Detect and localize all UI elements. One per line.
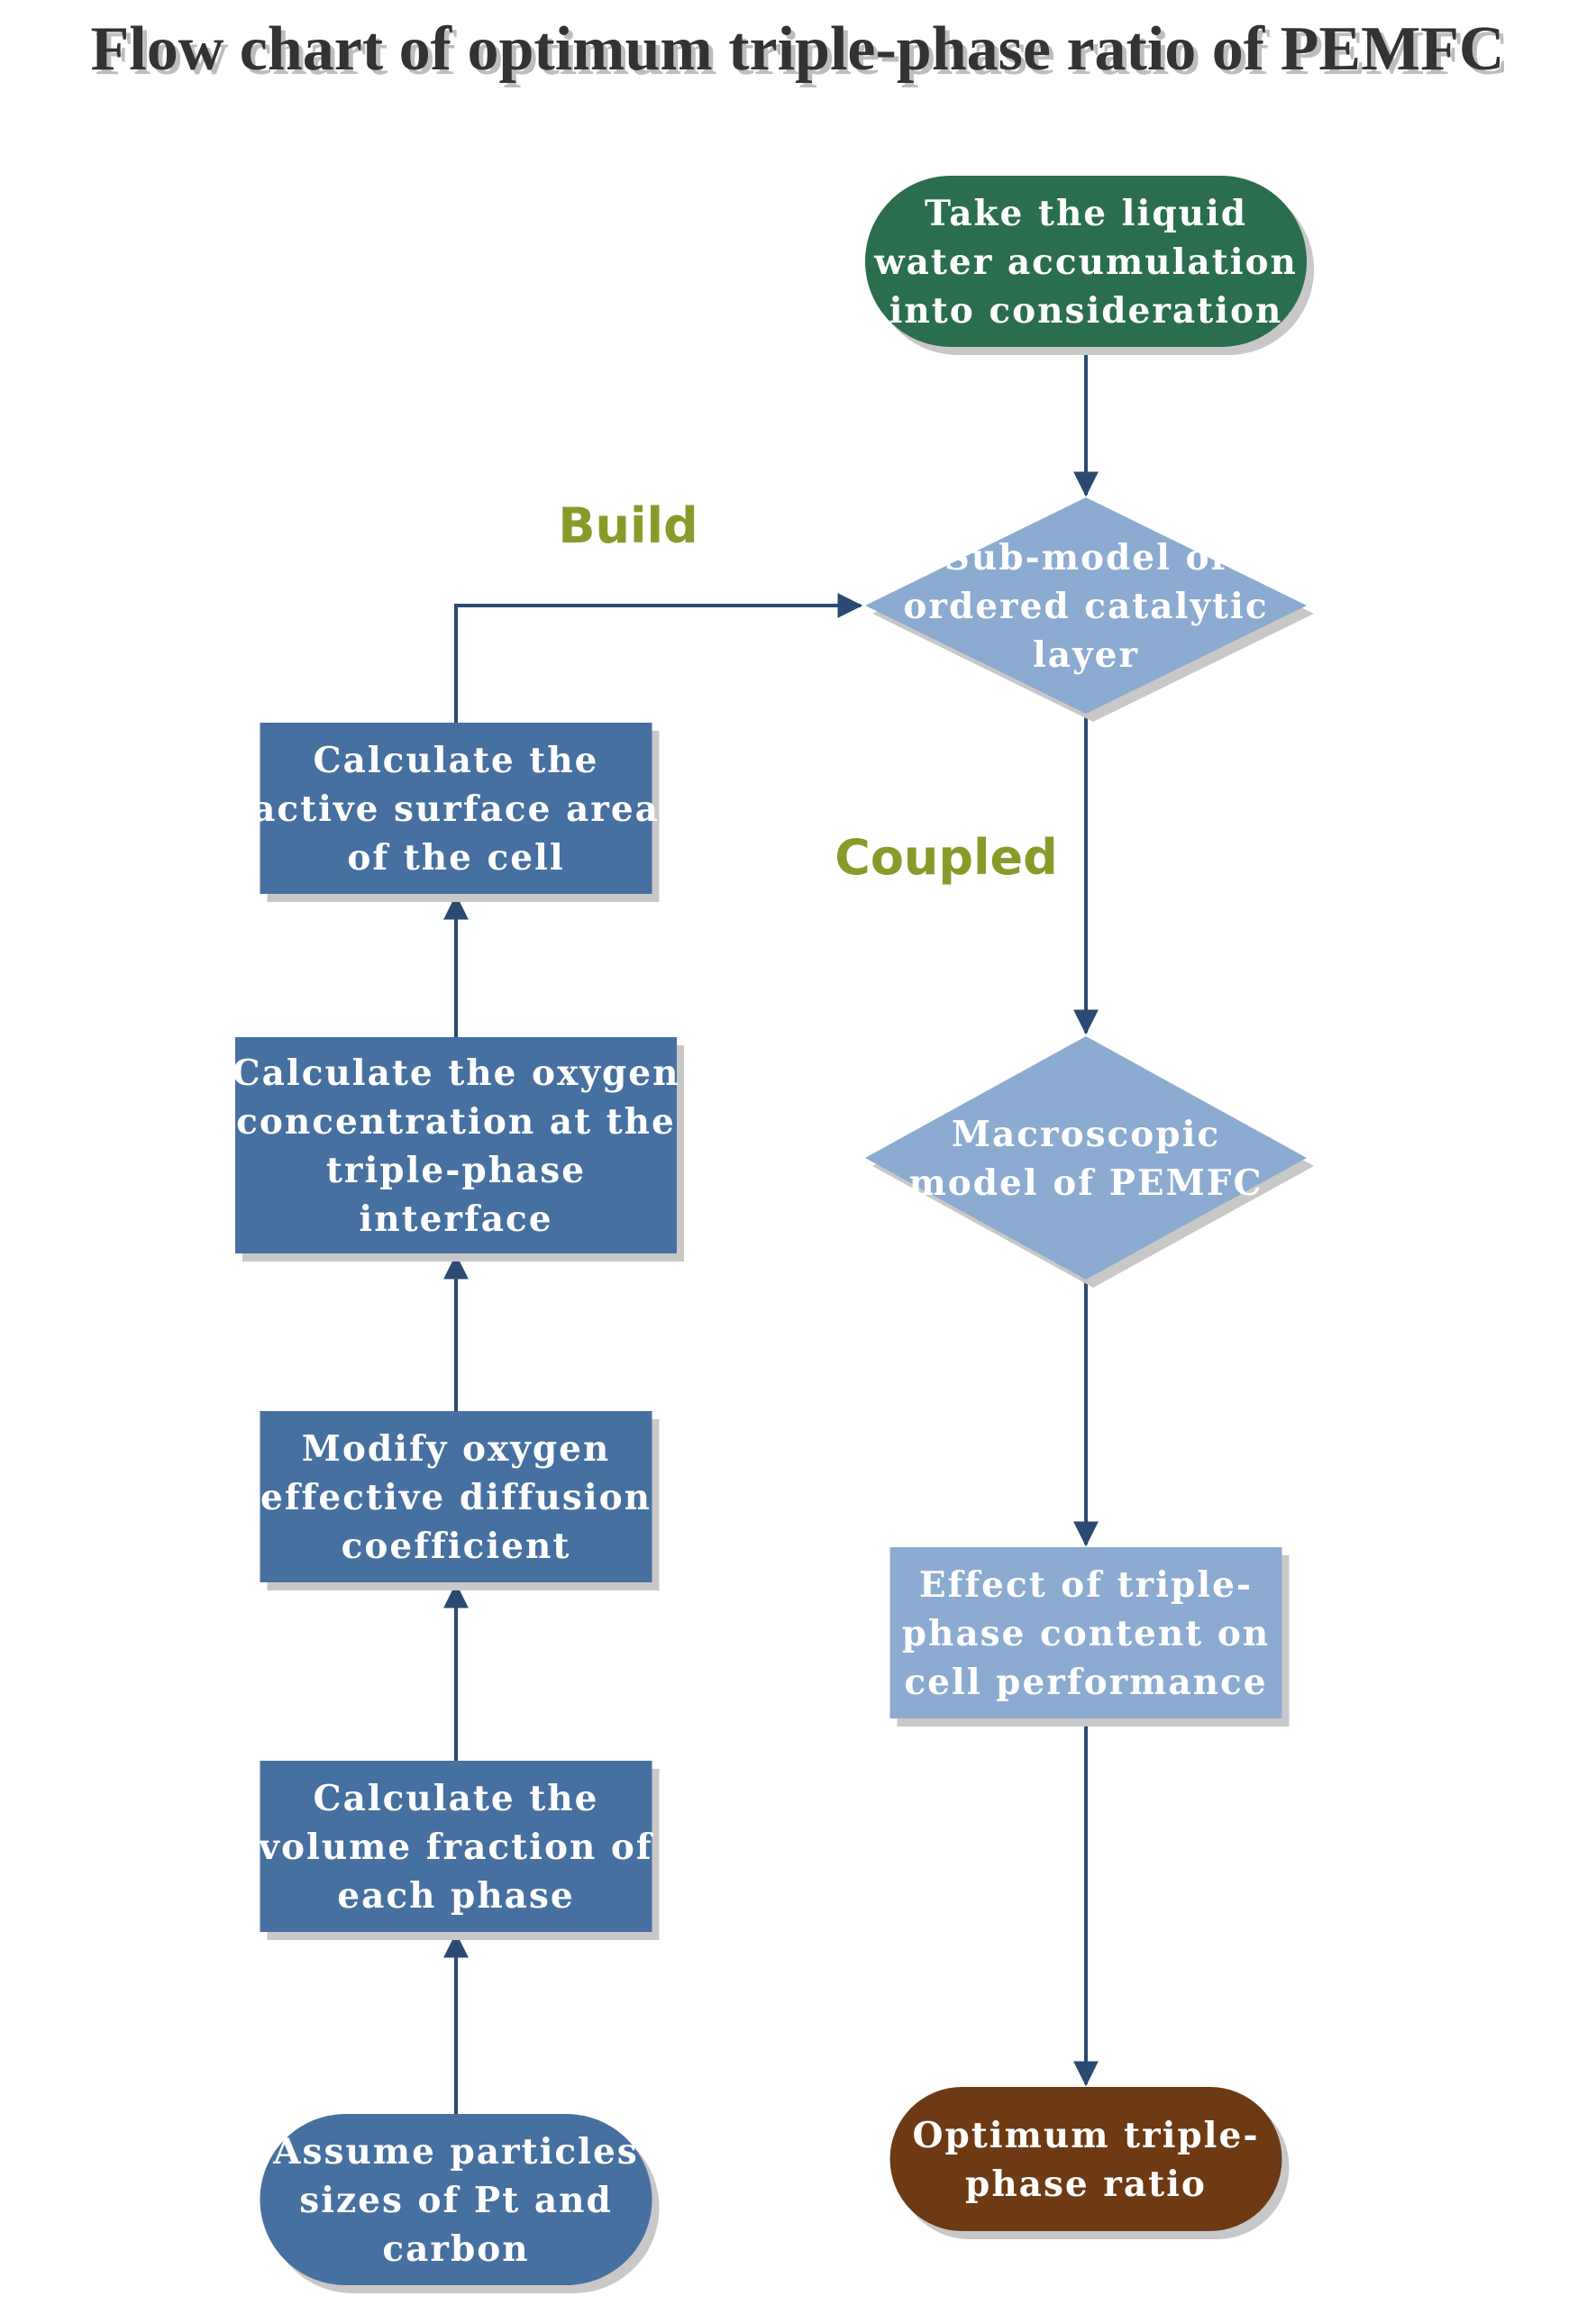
- node-shape: [865, 497, 1307, 714]
- page-title-shadow: Flow chart of optimum triple-phase ratio…: [96, 19, 1509, 88]
- edge-label-build: Build: [558, 497, 698, 554]
- node-label-line: Take the liquid: [925, 193, 1247, 234]
- node-label-line: of the cell: [347, 837, 564, 879]
- edges-layer: [443, 347, 1099, 2114]
- edge-label-coupled: Coupled: [834, 829, 1058, 886]
- edge-active-surface-to-sub-model: [454, 593, 863, 723]
- node-label-line: water accumulation: [873, 241, 1298, 283]
- node-label-line: Calculate the oxygen: [233, 1052, 680, 1094]
- node-label-line: Macroscopic: [952, 1114, 1220, 1155]
- node-label-line: Sub-model of: [944, 537, 1228, 579]
- node-assume-particles-terminal: Assume particles sizes of Pt and carbon: [260, 2114, 660, 2293]
- node-label-line: active surface area: [252, 788, 660, 830]
- node-label-line: sizes of Pt and: [299, 2180, 612, 2221]
- node-label-line: concentration at the: [236, 1101, 676, 1143]
- node-shape: [865, 176, 1307, 347]
- node-label-line: volume fraction of: [258, 1827, 653, 1868]
- node-macroscopic-decision: Macroscopic model of PEMFC: [865, 1036, 1314, 1288]
- page-title: Flow chart of optimum triple-phase ratio…: [91, 14, 1505, 84]
- node-label-line: effective diffusion: [260, 1477, 652, 1518]
- node-modify-oxygen-process: Modify oxygen effective diffusion coeffici…: [260, 1411, 660, 1590]
- node-label-line: Assume particles: [272, 2131, 638, 2173]
- node-shape: [889, 2087, 1282, 2231]
- node-shape: [260, 1761, 652, 1932]
- node-label-line: phase ratio: [965, 2164, 1207, 2205]
- node-volume-fraction-process: Calculate the volume fraction of each phas…: [258, 1761, 660, 1940]
- node-optimum-terminal: Optimum triple-phase ratio: [889, 2087, 1290, 2239]
- node-label-line: each phase: [337, 1875, 574, 1917]
- node-shape: [889, 1547, 1282, 1718]
- node-label-line: Effect of triple-: [919, 1564, 1253, 1606]
- node-shape: [865, 1036, 1307, 1280]
- node-label-line: Calculate the: [314, 740, 599, 781]
- node-liquid-water-terminal: Take the liquid water accumulation into co…: [865, 176, 1314, 355]
- node-label-line: interface: [359, 1198, 552, 1240]
- node-label-line: phase content on: [902, 1613, 1271, 1654]
- node-label-line: model of PEMFC: [908, 1162, 1263, 1204]
- node-label-line: Calculate the: [314, 1778, 599, 1819]
- node-label-line: into consideration: [889, 290, 1283, 332]
- node-effect-process: Effect of triple-phase content on cell pe…: [889, 1547, 1290, 1726]
- node-label-line: carbon: [382, 2228, 529, 2270]
- node-label-line: coefficient: [342, 1526, 571, 1567]
- node-oxygen-conc-process: Calculate the oxygen concentration at the…: [233, 1037, 684, 1262]
- node-sub-model-decision: Sub-model of ordered catalytic layer: [865, 497, 1314, 722]
- node-shape: [260, 2114, 652, 2285]
- node-label-line: Modify oxygen: [302, 1428, 611, 1470]
- node-shape: [260, 723, 652, 894]
- node-shape: [260, 1411, 652, 1582]
- edge-labels-layer: Coupled Build: [558, 497, 1057, 886]
- node-label-line: Optimum triple-: [913, 2115, 1260, 2156]
- node-shape: [235, 1037, 677, 1253]
- node-label-line: triple-phase: [326, 1150, 586, 1191]
- node-label-line: layer: [1033, 634, 1139, 676]
- node-active-surface-process: Calculate the active surface area of the c…: [252, 723, 660, 902]
- node-label-line: cell performance: [904, 1662, 1267, 1703]
- node-label-line: ordered catalytic: [903, 586, 1268, 627]
- nodes-layer: Take the liquid water accumulation into co…: [233, 176, 1314, 2293]
